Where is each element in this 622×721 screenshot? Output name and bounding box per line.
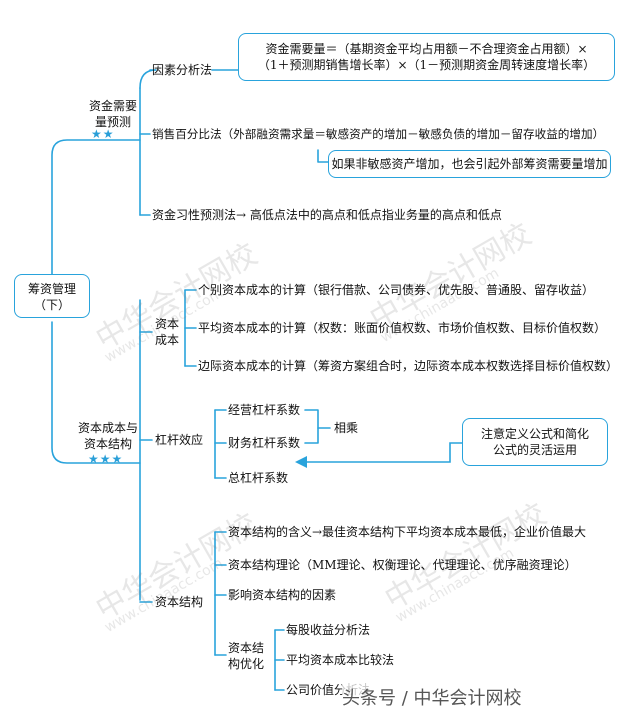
leverage-note-line2: 公式的灵活运用 (492, 443, 577, 457)
factor-formula-line1: 资金需要量＝（基期资金平均占用额－不合理资金占用额）× (265, 42, 588, 56)
demand-title: 资金需要 量预测 (83, 98, 143, 130)
optimize-label-line2: 构优化 (228, 657, 265, 671)
multiply-label: 相乘 (334, 421, 359, 435)
fund-habit-label: 资金习性预测法→ 高低点法中的高点和低点指业务量的高点和低点 (152, 208, 502, 222)
demand-title-line1: 资金需要 (88, 99, 137, 113)
factor-analysis-label: 因素分析法 (152, 63, 213, 77)
leverage-label: 杠杆效应 (155, 433, 204, 447)
capital-cost-item: 边际资本成本的计算（筹资方案组合时，边际资本成本权数选择目标价值权数） (198, 359, 619, 373)
capital-cost-item: 平均资本成本的计算（权数：账面价值权数、市场价值权数、目标价值权数） (198, 321, 607, 335)
structure-item: 资本结构的含义→最佳资本结构下平均资本成本最低，企业价值最大 (228, 525, 587, 539)
structure-item: 资本结构理论（MM理论、权衡理论、代理理论、优序融资理论） (228, 558, 577, 572)
factor-formula-line2: （1＋预测期销售增长率）×（1－预测期资金周转速度增长率） (257, 58, 596, 72)
optimize-item: 平均资本成本比较法 (286, 653, 395, 667)
demand-stars: ★★ (91, 127, 115, 141)
optimize-item: 每股收益分析法 (286, 623, 371, 637)
leverage-note-box: 注意定义公式和简化 公式的灵活运用 (462, 418, 608, 466)
sales-percent-note: 如果非敏感资产增加，也会引起外部筹资需要量增加 (328, 150, 611, 178)
capital-stars: ★★★ (88, 452, 124, 466)
root-title: 筹资管理 (27, 282, 76, 296)
leverage-note-line1: 注意定义公式和简化 (480, 427, 589, 441)
structure-item: 影响资本结构的因素 (228, 588, 337, 602)
factor-formula-box: 资金需要量＝（基期资金平均占用额－不合理资金占用额）× （1＋预测期销售增长率）… (238, 33, 615, 81)
capital-cost-item: 个别资本成本的计算（银行借款、公司债券、优先股、普通股、留存收益） (198, 283, 595, 297)
demand-title-line2: 量预测 (94, 115, 131, 129)
capital-title: 资本成本与 资本结构 (76, 420, 140, 452)
root-subtitle: （下） (33, 298, 70, 312)
capital-cost-label-line1: 资本 (155, 317, 180, 331)
capital-title-line2: 资本结构 (83, 437, 132, 451)
sales-percent-label: 销售百分比法（外部融资需求量＝敏感资产的增加－敏感负债的增加－留存收益的增加） (152, 127, 605, 141)
capital-cost-label-line2: 成本 (155, 333, 180, 347)
optimize-label-line1: 资本结 (228, 641, 265, 655)
footer-attribution: 头条号 / 中华会计网校 (342, 684, 522, 710)
capital-cost-label: 资本 成本 (155, 316, 179, 348)
financial-leverage: 财务杠杆系数 (228, 436, 301, 450)
operating-leverage: 经营杠杆系数 (228, 403, 301, 417)
structure-optimize-label: 资本结 构优化 (228, 640, 264, 672)
total-leverage: 总杠杆系数 (228, 471, 289, 485)
capital-title-line1: 资本成本与 (77, 421, 138, 435)
root-node: 筹资管理 （下） (14, 274, 90, 318)
structure-label: 资本结构 (155, 595, 204, 609)
